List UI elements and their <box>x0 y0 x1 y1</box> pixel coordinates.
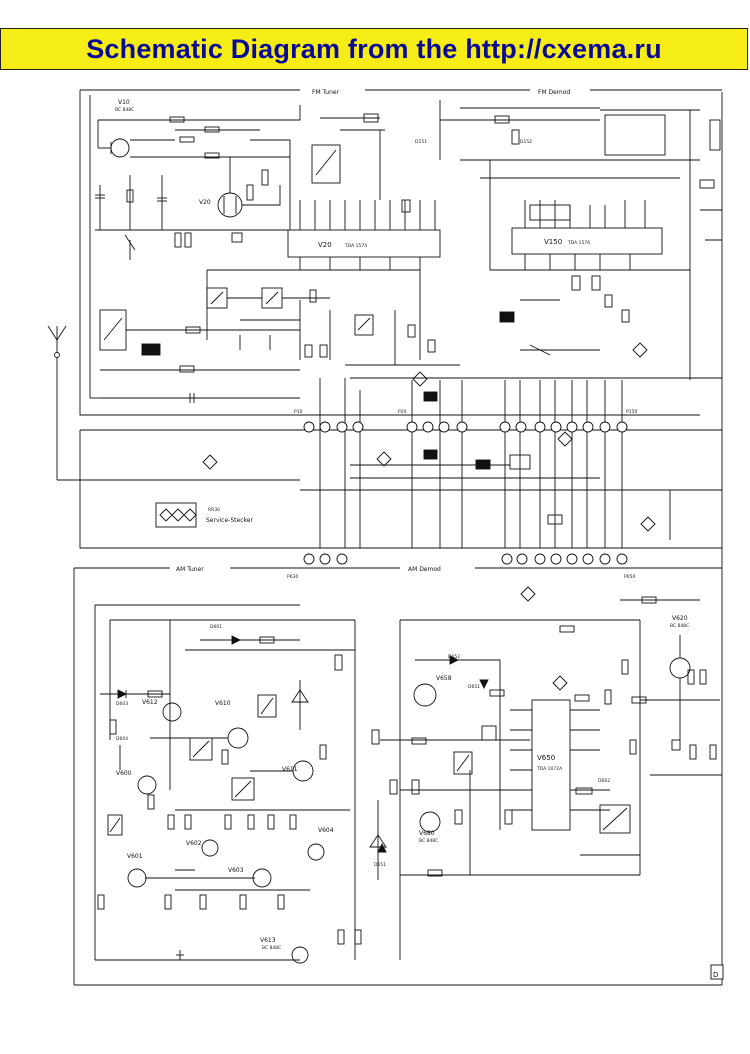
fet-v20 <box>217 192 243 218</box>
am-demod-section: V650 TDA 1072A V658 V680 BC 848C D652 D6… <box>369 596 722 960</box>
corner-box <box>710 964 724 980</box>
v611-label: V611 <box>282 766 298 773</box>
service-label: Service-Stecker <box>206 517 253 524</box>
test-points <box>202 342 656 691</box>
v620-type: BC 848C <box>670 623 689 629</box>
banner-title: Schematic Diagram from the http://cxema.… <box>86 33 662 64</box>
am-demod-label: AM Demod <box>408 566 441 573</box>
board-outline <box>73 89 723 986</box>
d662-label: D662 <box>598 778 610 784</box>
v610-label: V610 <box>215 700 231 707</box>
d651-label: D651 <box>468 684 480 690</box>
ic-v150: V150 TDA 1576 <box>460 109 722 380</box>
v613-label: V613 <box>260 937 276 944</box>
v602-label: V602 <box>186 840 202 847</box>
ic-v650-label: V650 <box>537 754 555 762</box>
v613-type: BC 848C <box>262 945 281 951</box>
v680-type: BC 848C <box>419 838 438 844</box>
p10-label: P10 <box>294 409 303 415</box>
v658-label: V658 <box>436 675 452 682</box>
d601-label: D601 <box>210 624 222 630</box>
ic-v650-type: TDA 1072A <box>536 766 563 772</box>
p150-connector: P150 <box>499 409 637 433</box>
fm-tuner-section: V10 BC 848C V20 <box>47 95 301 481</box>
p20-label: P20 <box>398 409 407 415</box>
am-tuner-section: D603 V612 V600 D604 V601 V602 V603 V604 … <box>94 604 362 964</box>
v680-label: V680 <box>419 830 435 837</box>
antenna-icon <box>47 325 67 358</box>
d604-label: D604 <box>116 736 128 742</box>
p630-label: P630 <box>287 574 298 580</box>
service-ref: RR30 <box>208 507 220 513</box>
corner-mark: D <box>713 971 718 979</box>
d651b-label: D651 <box>374 862 386 868</box>
d652-label: D652 <box>448 654 460 660</box>
v10-label: V10 <box>118 99 130 106</box>
v603-label: V603 <box>228 867 244 874</box>
ic-v20-label: V20 <box>318 241 332 249</box>
transistor-v10 <box>110 138 130 158</box>
ic-v150-type: TDA 1576 <box>567 240 590 246</box>
v600-label: V600 <box>116 770 132 777</box>
fm-oscillator-block <box>206 269 460 366</box>
v612-label: V612 <box>142 699 158 706</box>
title-banner: Schematic Diagram from the http://cxema.… <box>0 28 748 70</box>
p650-label: P650 <box>624 574 635 580</box>
service-connector: RR30 Service-Stecker <box>155 502 253 528</box>
d152-label: D152 <box>520 139 532 145</box>
d151-label: D151 <box>415 139 427 145</box>
v20-fet-label: V20 <box>199 199 211 206</box>
am-connector-row: P630 P650 <box>287 553 635 580</box>
fm-tuner-label: FM Tuner <box>312 89 340 96</box>
v604-label: V604 <box>318 827 334 834</box>
ic-v20: V20 TDA 1574 <box>287 113 441 270</box>
fm-left-caps <box>95 175 290 260</box>
p10-connector: P10 P20 <box>294 409 468 433</box>
v10-type: BC 848C <box>115 107 134 113</box>
ic-v150-label: V150 <box>544 238 562 246</box>
am-tuner-label: AM Tuner <box>176 566 204 573</box>
ic-v20-type: TDA 1574 <box>344 243 367 249</box>
v601-label: V601 <box>127 853 143 860</box>
d603-label: D603 <box>116 701 128 707</box>
fm-input-coil <box>99 309 127 351</box>
fm-demod-label: FM Demod <box>538 89 570 96</box>
connector-bus <box>80 377 722 549</box>
v620-label: V620 <box>672 615 688 622</box>
p150-label: P150 <box>626 409 637 415</box>
